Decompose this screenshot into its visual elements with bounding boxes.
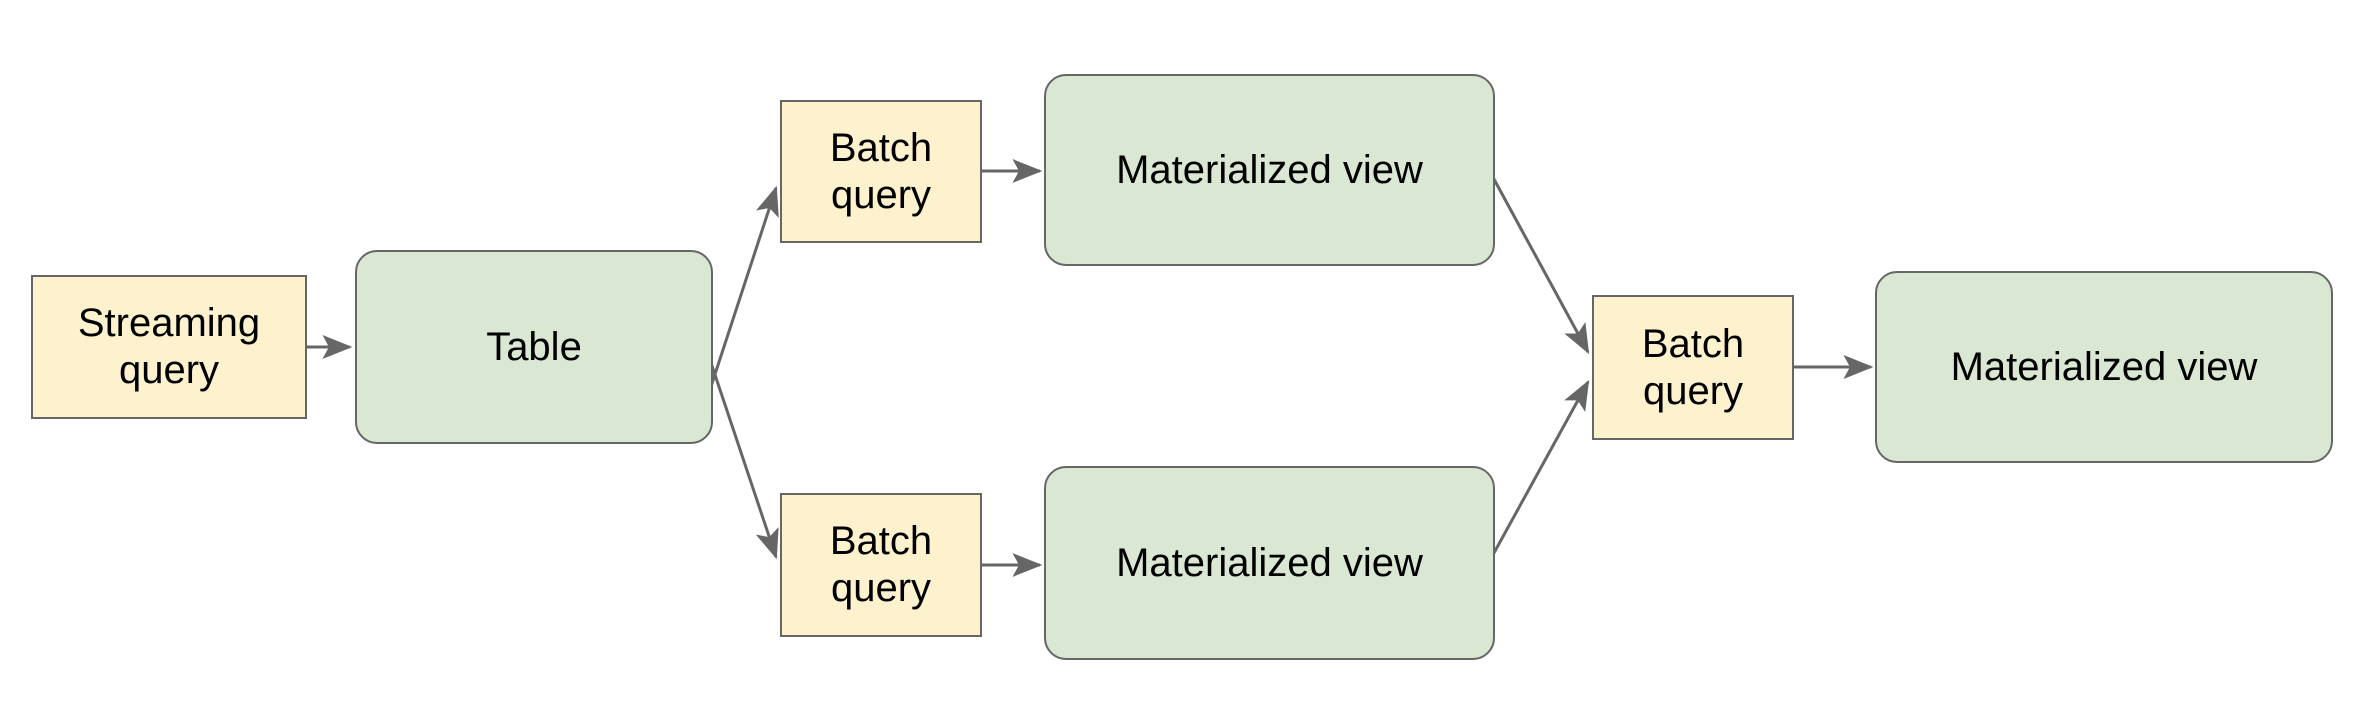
node-materialized-view-bottom-label: Materialized view — [1116, 540, 1423, 585]
node-materialized-view-bottom[interactable]: Materialized view — [1044, 466, 1495, 660]
node-table[interactable]: Table — [355, 250, 713, 444]
node-materialized-view-right[interactable]: Materialized view — [1875, 271, 2333, 463]
node-batch-query-top[interactable]: Batch query — [780, 100, 982, 243]
node-batch-query-bottom[interactable]: Batch query — [780, 493, 982, 637]
node-batch-query-top-label: Batch query — [829, 125, 933, 217]
node-streaming-query-label: Streaming query — [77, 301, 261, 392]
node-batch-query-center-label: Batch query — [1641, 321, 1745, 413]
node-materialized-view-top-label: Materialized view — [1116, 147, 1423, 192]
node-materialized-view-right-label: Materialized view — [1950, 344, 2258, 389]
node-batch-query-bottom-label: Batch query — [829, 519, 933, 610]
node-batch-query-center[interactable]: Batch query — [1592, 295, 1794, 440]
node-streaming-query[interactable]: Streaming query — [31, 275, 307, 419]
node-table-label: Table — [486, 324, 582, 369]
edge-materialized-view-top-to-batch-query-center — [1487, 169, 1590, 355]
node-materialized-view-top[interactable]: Materialized view — [1044, 74, 1495, 266]
edge-materialized-view-bottom-to-batch-query-center — [1487, 379, 1590, 563]
